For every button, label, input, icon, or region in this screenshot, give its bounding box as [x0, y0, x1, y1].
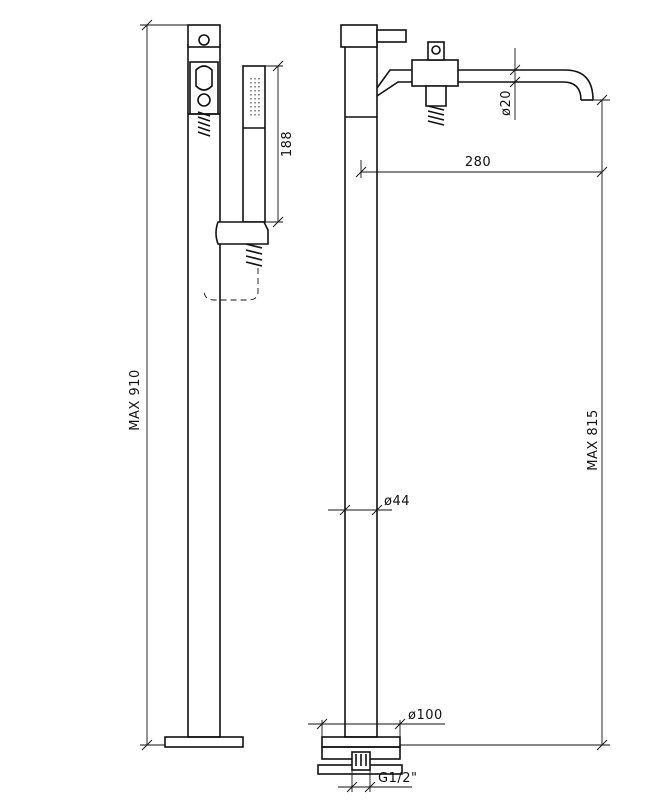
dim-reach-280: 280: [355, 155, 608, 178]
front-body-column: [187, 44, 221, 738]
dim-spout-20: ø20: [480, 48, 521, 120]
label-280: 280: [465, 155, 491, 170]
front-base: [164, 736, 244, 748]
label-188: 188: [280, 131, 295, 157]
dim-base-100: ø100: [308, 708, 445, 737]
label-max-910: MAX 910: [128, 369, 143, 430]
label-max-815: MAX 815: [586, 409, 601, 470]
dim-height-910: MAX 910: [128, 19, 212, 751]
label-dia-100: ø100: [408, 708, 443, 723]
side-diverter-block: [411, 59, 459, 87]
dim-thread-g12: G1/2": [338, 770, 417, 793]
hand-shower-spray-face: [250, 78, 260, 118]
side-view: ø20 280 MAX 815 ø44: [308, 24, 610, 793]
label-g12: G1/2": [378, 771, 417, 786]
label-dia-20: ø20: [499, 90, 514, 116]
side-base: [321, 736, 401, 748]
shower-hose: [203, 268, 259, 301]
label-dia-44: ø44: [384, 494, 410, 509]
side-diverter-knob: [427, 41, 445, 61]
shower-holder: [215, 221, 269, 245]
dim-shower-188: 188: [265, 60, 295, 228]
front-view: MAX 910 188: [128, 19, 295, 751]
side-lever: [376, 29, 407, 43]
side-body-column: [344, 44, 378, 738]
side-top-cap: [340, 24, 378, 48]
spout: [376, 69, 594, 101]
front-knob: [198, 34, 210, 46]
dim-body-44: ø44: [328, 494, 410, 516]
front-hose-connector: [197, 111, 211, 137]
dim-height-815: MAX 815: [400, 94, 610, 751]
hand-shower: [242, 65, 266, 223]
